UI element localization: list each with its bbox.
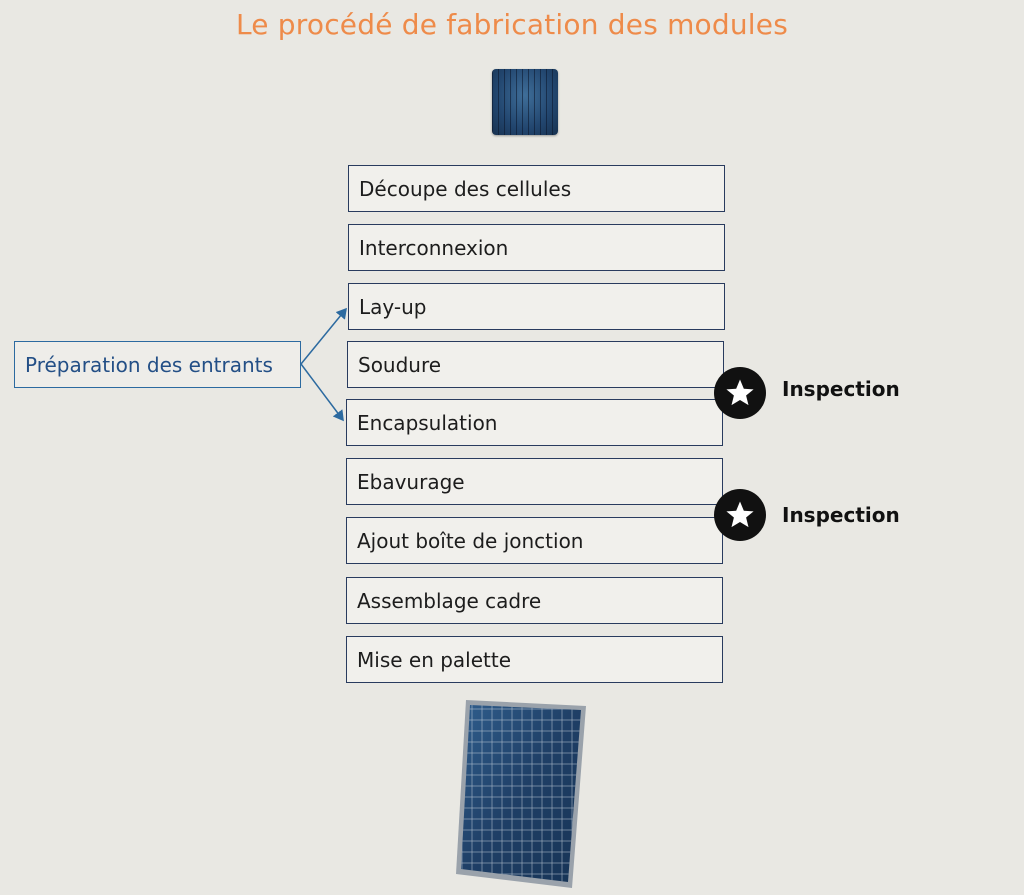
step-decoupe: Découpe des cellules (348, 165, 725, 212)
step-interconnexion: Interconnexion (348, 224, 725, 271)
star-icon (714, 367, 766, 419)
step-layup: Lay-up (348, 283, 725, 330)
step-encapsulation: Encapsulation (346, 399, 723, 446)
inspection-label: Inspection (782, 377, 900, 401)
arrow-to-encapsulation (300, 363, 344, 422)
arrow-to-layup (300, 307, 347, 365)
inspection-label: Inspection (782, 503, 900, 527)
step-mise-en-palette: Mise en palette (346, 636, 723, 683)
solar-panel-image (456, 700, 586, 888)
solar-cell-image (492, 69, 558, 135)
step-boite-jonction: Ajout boîte de jonction (346, 517, 723, 564)
input-preparation-box: Préparation des entrants (14, 341, 301, 388)
page-title: Le procédé de fabrication des modules (235, 8, 789, 41)
step-soudure: Soudure (347, 341, 724, 388)
step-ebavurage: Ebavurage (346, 458, 723, 505)
star-icon (714, 489, 766, 541)
step-assemblage-cadre: Assemblage cadre (346, 577, 723, 624)
